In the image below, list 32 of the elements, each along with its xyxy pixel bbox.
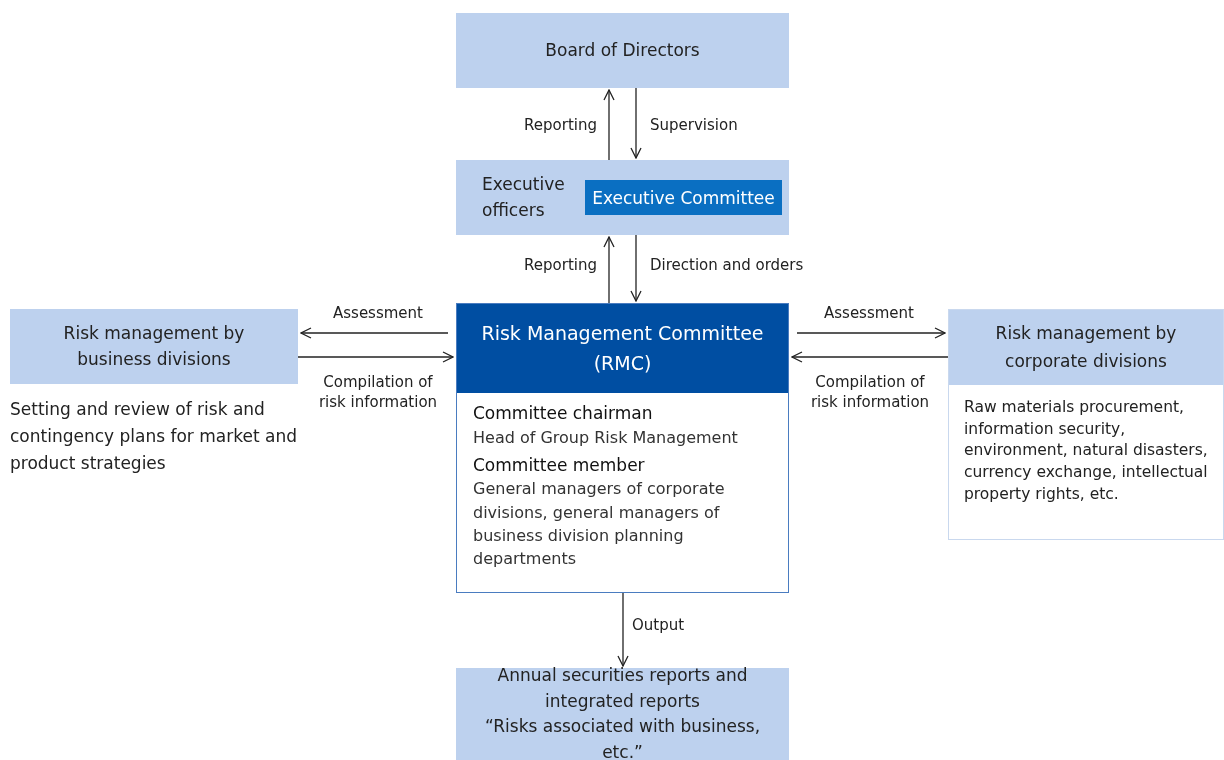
arrow [791,351,949,363]
committee-header: Risk Management Committee (RMC) [457,304,788,393]
org-box [10,309,298,384]
org-box [456,13,789,88]
role-description: General managers of corporate divisions, general managers of business division planning departments [473,478,726,571]
role-heading: Committee member [473,453,646,477]
risk-list: Raw materials procurement, information security, environment, natural disasters, currency exchange, intellectual property rights, etc. [949,385,1223,506]
role-description: Head of Group Risk Management [473,426,739,449]
arrow [796,327,946,339]
box-title: Executive officers [482,173,566,222]
arrow [603,89,615,161]
division-header: Risk management by corporate divisions [949,310,1223,385]
arrow [617,592,629,667]
box-subtitle: “Risks associated with business, etc.” [483,715,762,760]
box-title: Board of Directors [544,38,701,62]
edge-label: Reporting [524,255,597,276]
division-panel [948,309,1224,540]
arrow [300,327,449,339]
edge-label: Output [632,615,685,636]
edge-label: Reporting [524,115,597,136]
committee-label: Executive Committee [585,180,782,215]
arrow [630,87,642,159]
arrow [603,236,615,304]
committee-box [456,303,789,593]
arrow [630,234,642,302]
box-title: Risk management by business divisions [62,322,246,371]
org-box [456,668,789,760]
edge-label: Supervision [650,115,738,136]
arrow [297,351,454,363]
role-heading: Committee chairman [473,402,654,425]
org-box [456,160,789,235]
box-title: Annual securities reports and integrated reports [496,664,749,713]
